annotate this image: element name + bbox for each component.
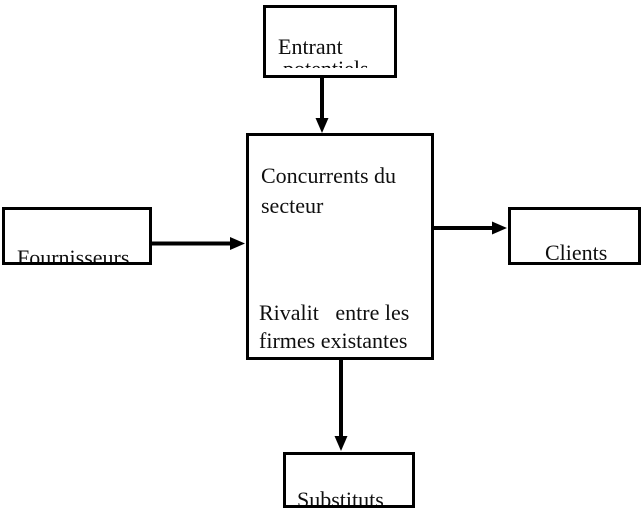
sector-competitors-box: Concurrents du secteur Rivalit entre les… [246, 133, 434, 360]
entrants-label: Entrant [278, 34, 343, 59]
fournisseurs-label: Fournisseurs [17, 245, 130, 265]
rivalry-label-line2: firmes existantes [259, 328, 408, 353]
entrants-clipped-label: potentiels [283, 59, 393, 68]
sector-competitors-label-line2: secteur [261, 193, 324, 218]
clients-label: Clients [545, 240, 608, 265]
entrants-box: Entrant potentiels [263, 5, 397, 78]
sector-competitors-label-line1: Concurrents du [261, 163, 397, 188]
arrow-center-to-clients-icon [434, 221, 507, 235]
rivalry-label-line1: Rivalit entre les [259, 300, 410, 325]
fournisseurs-box: Fournisseurs [2, 207, 152, 265]
substituts-label: Substituts [297, 487, 384, 508]
clients-box: Clients [508, 207, 641, 265]
arrow-center-to-substituts-icon [334, 360, 348, 451]
arrow-entrants-to-center-icon [315, 78, 329, 133]
substituts-box: Substituts [283, 452, 415, 508]
entrants-clipped-line: potentiels [283, 59, 393, 68]
arrow-fournisseurs-to-center-icon [152, 237, 245, 250]
